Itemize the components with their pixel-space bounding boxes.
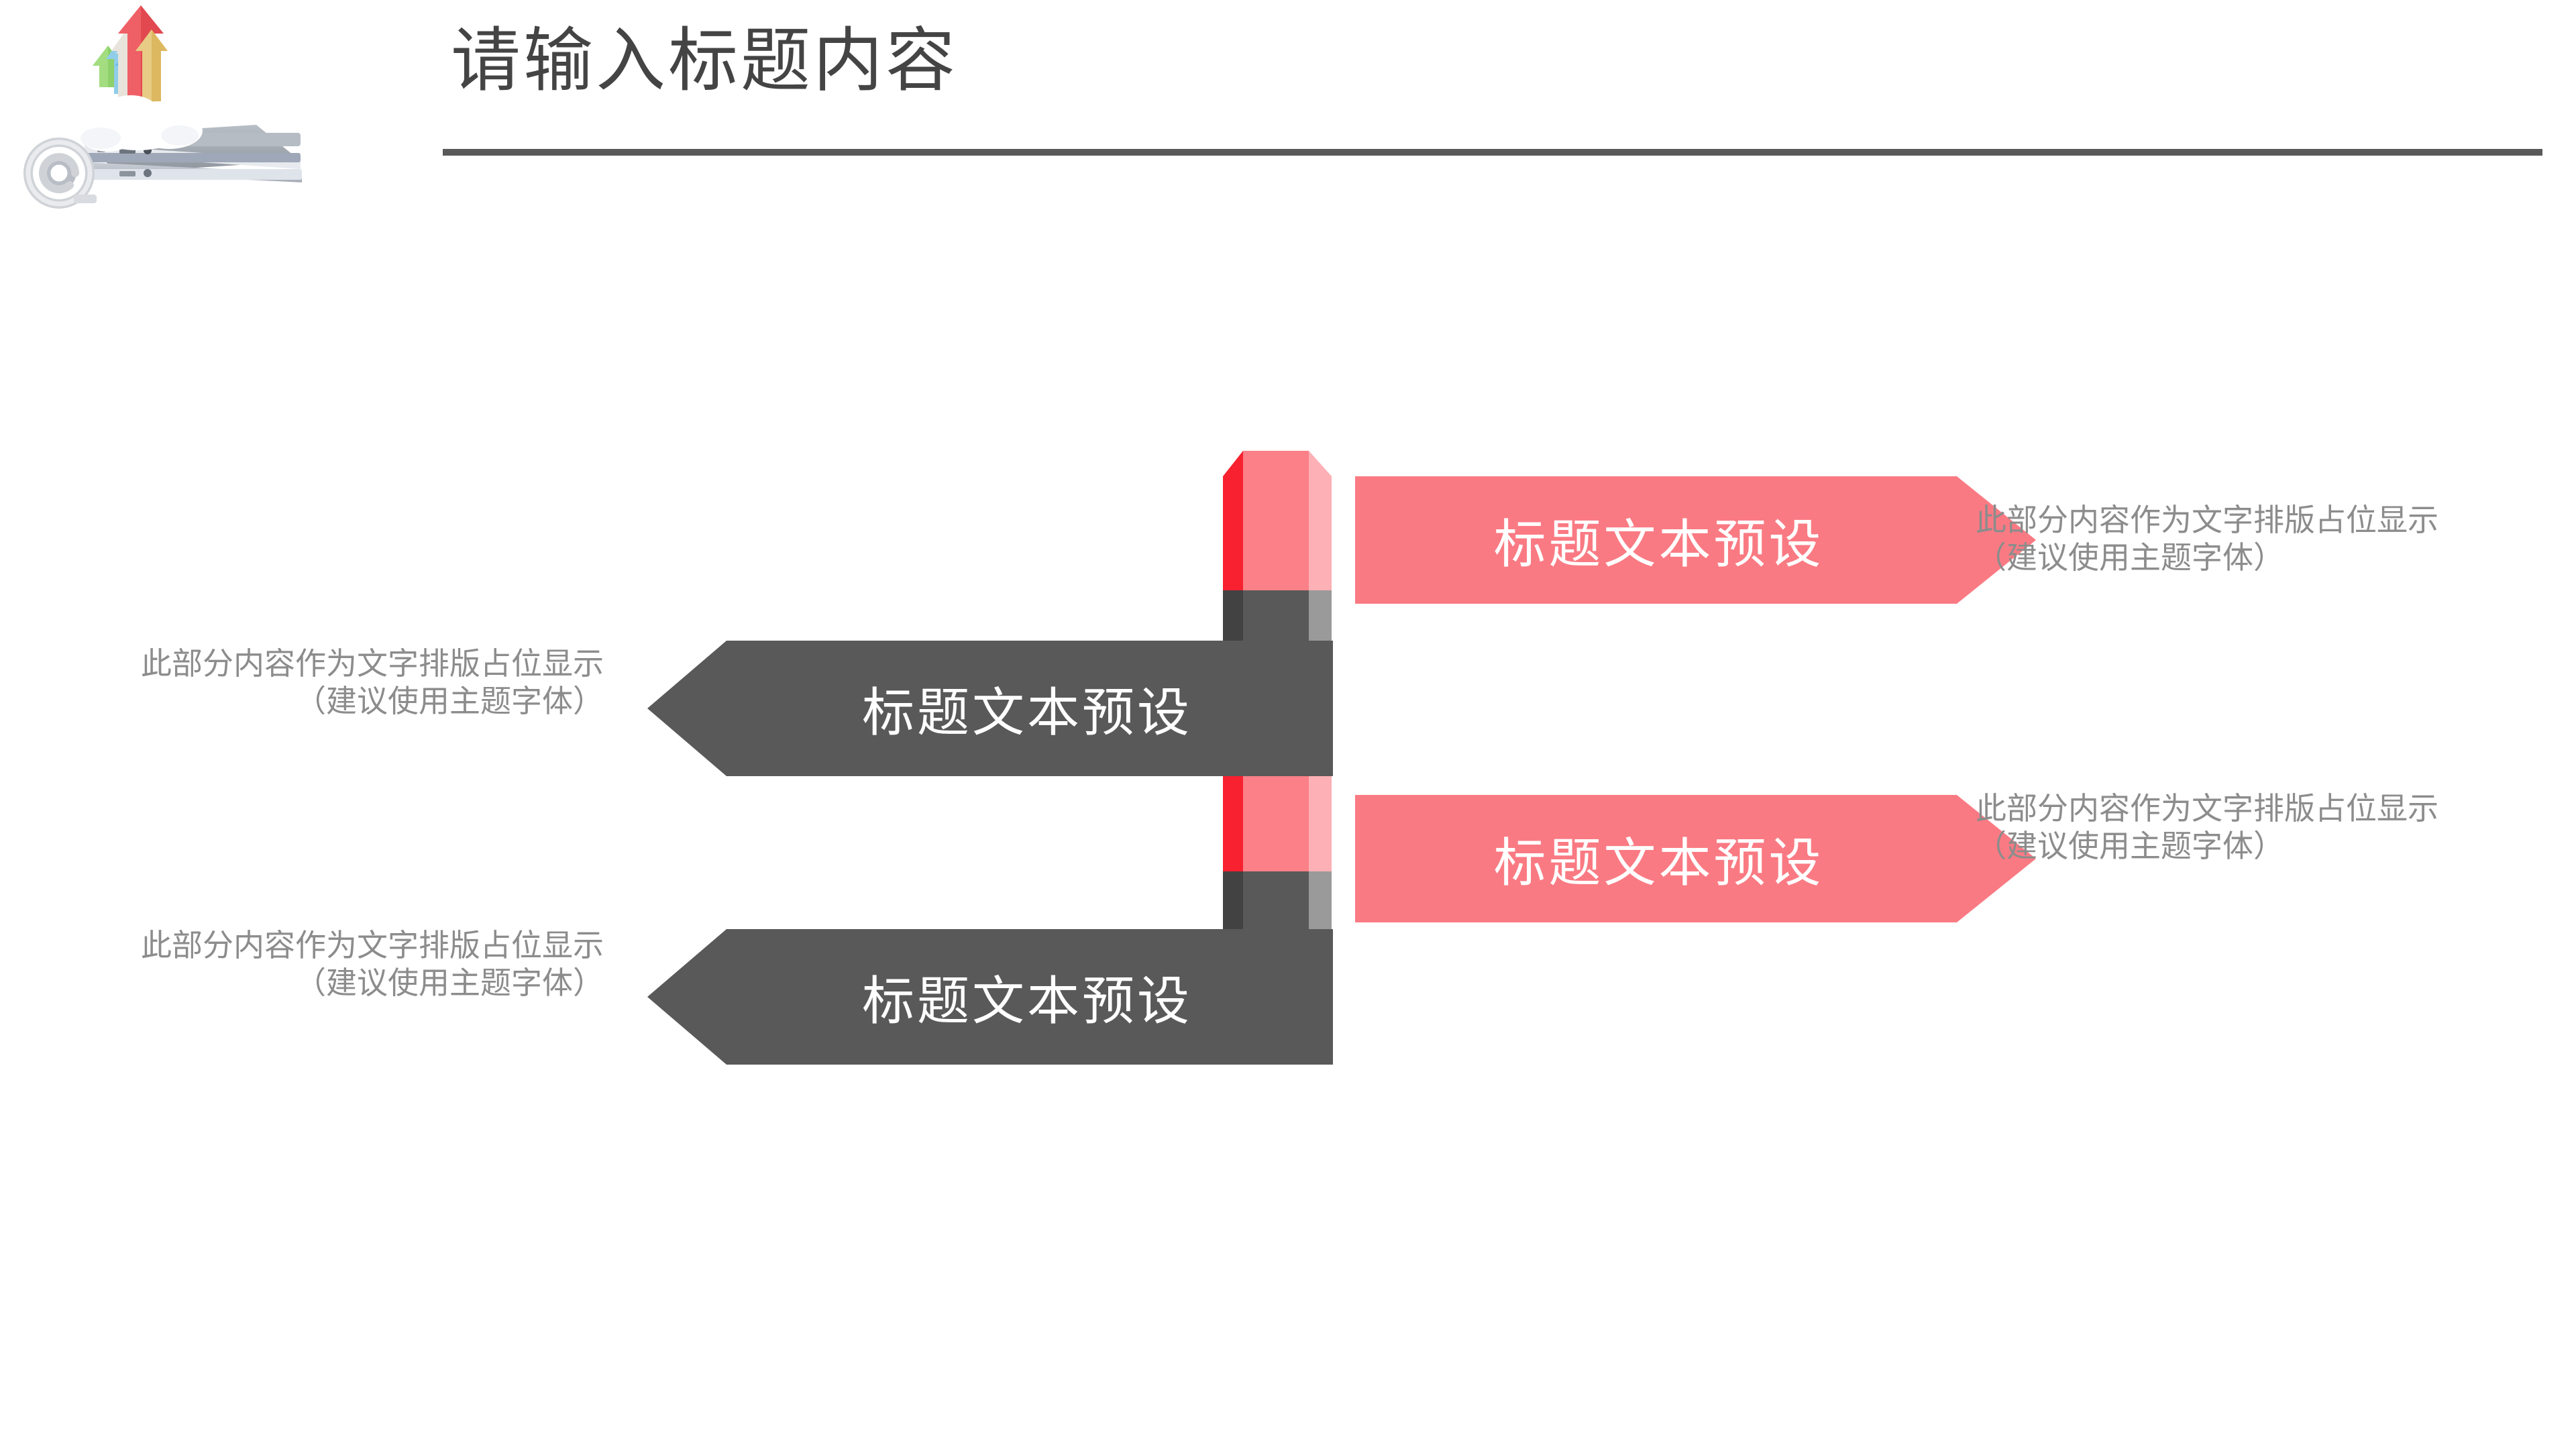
desc-line-2: 位显示 <box>511 647 604 681</box>
description-item-1: 此部分内容作为文字排版占位显示 （建议使用主题字体） <box>1976 502 2445 577</box>
description-item-3: 此部分内容作为文字排版占位显示 （建议使用主题字体） <box>1976 790 2445 865</box>
desc-line-1: 此部分内容作为文字排版占 <box>1976 503 2346 537</box>
desc-line-1: 此部分内容作为文字排版占 <box>141 928 511 963</box>
desc-line-3: （建议使用主题字体） <box>1976 829 2284 864</box>
banner-item-2[interactable]: 标题文本预设 <box>647 641 1333 776</box>
description-item-4: 此部分内容作为文字排版占位显示 （建议使用主题字体） <box>134 927 604 1002</box>
description-item-2: 此部分内容作为文字排版占位显示 （建议使用主题字体） <box>134 645 604 720</box>
banner-item-3[interactable]: 标题文本预设 <box>1355 795 2036 922</box>
desc-line-2: 位显示 <box>2346 503 2438 537</box>
desc-line-1: 此部分内容作为文字排版占 <box>141 647 511 681</box>
page-title: 请输入标题内容 <box>451 23 959 100</box>
desc-line-3: （建议使用主题字体） <box>295 684 604 719</box>
banner-label: 标题文本预设 <box>861 684 1192 742</box>
banner-label: 标题文本预设 <box>1493 834 1824 892</box>
banner-item-4[interactable]: 标题文本预设 <box>647 929 1333 1065</box>
desc-line-2: 位显示 <box>511 928 604 963</box>
cloud-laptop-arrows-image <box>20 0 342 221</box>
desc-line-2: 位显示 <box>2346 792 2438 826</box>
title-underline <box>443 149 2542 156</box>
desc-line-3: （建议使用主题字体） <box>1976 541 2284 576</box>
banner-label: 标题文本预设 <box>1493 515 1824 574</box>
banner-item-1[interactable]: 标题文本预设 <box>1355 476 2036 604</box>
banner-label: 标题文本预设 <box>861 972 1192 1030</box>
desc-line-1: 此部分内容作为文字排版占 <box>1976 792 2346 826</box>
desc-line-3: （建议使用主题字体） <box>295 966 604 1001</box>
